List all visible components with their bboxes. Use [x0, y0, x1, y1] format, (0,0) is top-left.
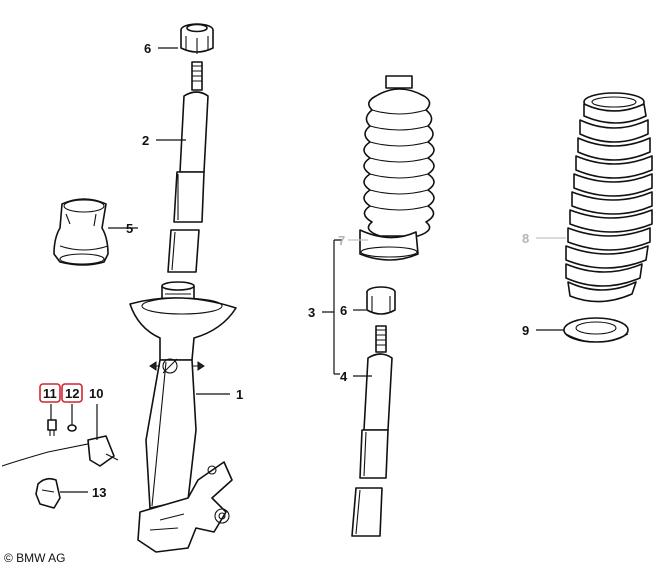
- strut-top-mount-nut[interactable]: [180, 23, 214, 54]
- sensor-washer[interactable]: [67, 424, 77, 432]
- highlight-box-12: [61, 383, 83, 403]
- coil-spring-bellows[interactable]: [565, 92, 653, 303]
- strut-assembly: [1, 23, 237, 553]
- callout-4[interactable]: 4: [340, 369, 348, 384]
- callout-labels: 6 2 5 1 11 12 10 13 7 3 6 4 8 9: [39, 41, 529, 500]
- spring-set: [563, 92, 653, 343]
- callout-13[interactable]: 13: [92, 485, 106, 500]
- callout-5[interactable]: 5: [126, 221, 133, 236]
- callout-6-center[interactable]: 6: [340, 303, 347, 318]
- protective-bellows[interactable]: [359, 75, 435, 261]
- callout-7[interactable]: 7: [338, 233, 345, 248]
- wear-sensor[interactable]: [1, 435, 119, 467]
- callout-11[interactable]: 11: [43, 386, 57, 401]
- bump-stop[interactable]: [53, 198, 109, 266]
- callout-1[interactable]: 1: [236, 387, 243, 402]
- highlight-box-11: [39, 383, 61, 403]
- callout-10[interactable]: 10: [89, 386, 103, 401]
- callout-6-top[interactable]: 6: [144, 41, 151, 56]
- sensor-clamp[interactable]: [35, 477, 61, 509]
- leader-lines: [50, 47, 566, 493]
- spring-seat[interactable]: [563, 317, 629, 343]
- shock-absorber-set: [351, 75, 435, 537]
- shock-top-mount-nut[interactable]: [366, 286, 396, 315]
- strut-housing[interactable]: [129, 281, 237, 553]
- piston-rod[interactable]: [167, 61, 209, 273]
- callout-8[interactable]: 8: [522, 231, 529, 246]
- callout-12[interactable]: 12: [65, 386, 79, 401]
- callout-3[interactable]: 3: [308, 305, 315, 320]
- sensor-bolt[interactable]: [47, 419, 57, 436]
- callout-2[interactable]: 2: [142, 133, 149, 148]
- shock-absorber[interactable]: [351, 325, 393, 537]
- copyright-notice: © BMW AG: [4, 551, 66, 565]
- callout-9[interactable]: 9: [522, 323, 529, 338]
